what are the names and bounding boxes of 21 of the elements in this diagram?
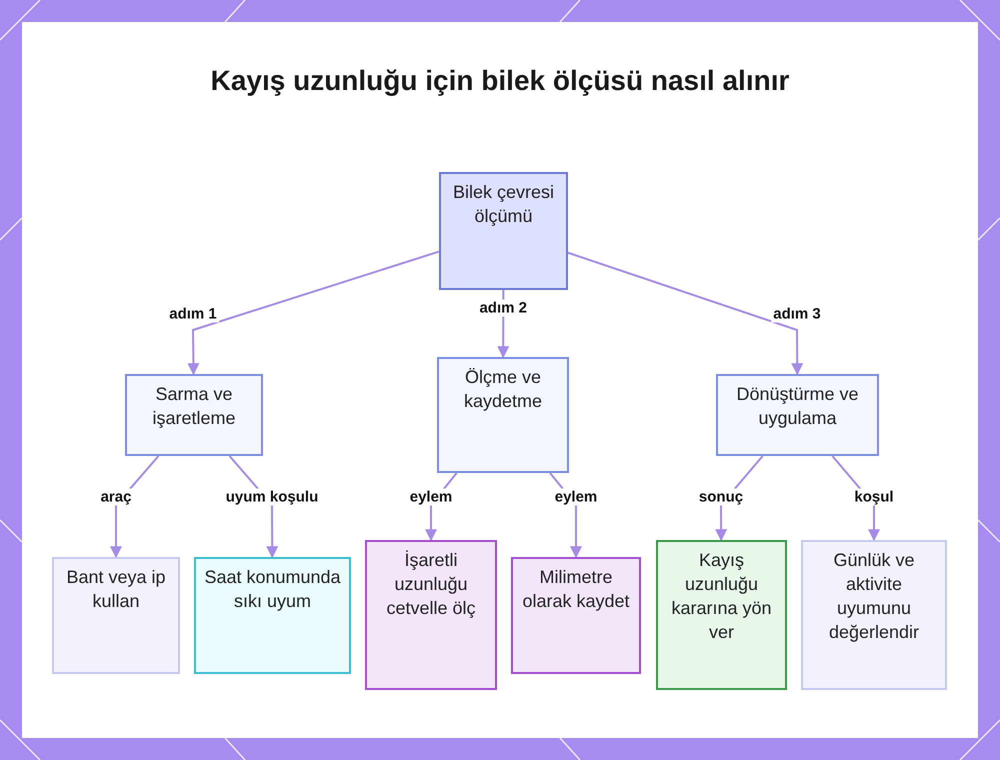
process-box: Dönüştürme ve uygulama	[716, 374, 879, 456]
process-box: Kayış uzunluğu kararına yön ver	[656, 540, 787, 690]
process-box: Günlük ve aktivite uyumunu değerlendir	[801, 540, 947, 690]
edge-label: adım 1	[167, 306, 219, 322]
process-box: Bilek çevresi ölçümü	[439, 172, 568, 290]
edge-label: eylem	[552, 488, 600, 506]
process-box: Milimetre olarak kaydet	[511, 557, 641, 674]
edge-label: eylem	[408, 488, 454, 506]
edge-label: uyum koşulu	[224, 488, 320, 506]
diagram-title: Kayış uzunluğu için bilek ölçüsü nasıl alınır	[210, 64, 790, 98]
process-box: İşaretli uzunluğu cetvelle ölç	[365, 540, 497, 690]
edge-label: sonuç	[696, 488, 746, 506]
arrow	[187, 250, 440, 376]
edge-label: adım 3	[771, 306, 823, 322]
arrow	[568, 252, 804, 376]
edge-label: araç	[98, 488, 134, 506]
process-box: Bant veya ip kullan	[52, 557, 180, 674]
process-box: Sarma ve işaretleme	[125, 374, 263, 456]
process-box: Saat konumunda sıkı uyum	[194, 557, 351, 674]
edge-label: adım 2	[477, 299, 529, 316]
process-box: Ölçme ve kaydetme	[437, 357, 569, 473]
